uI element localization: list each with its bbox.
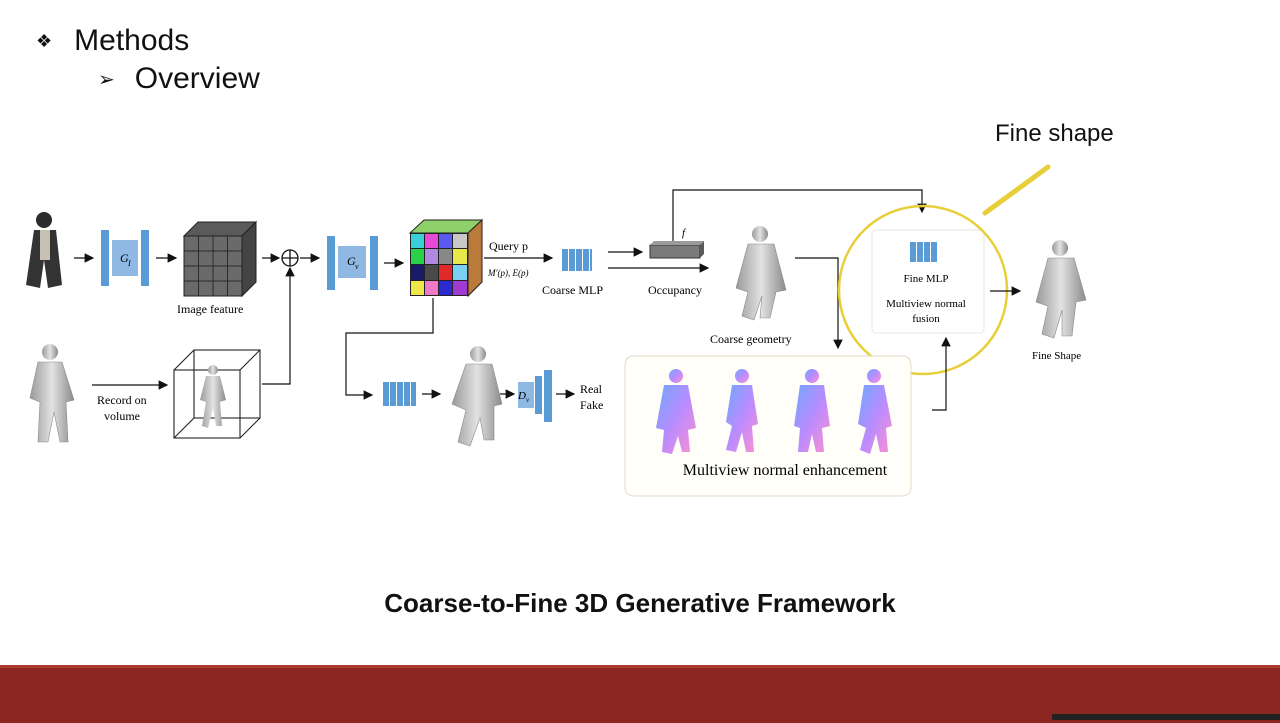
input-person-image <box>26 212 62 288</box>
multiview-enhancement-label: Multiview normal enhancement <box>683 462 888 479</box>
occupancy-label: Occupancy <box>648 283 702 297</box>
normal-figure-4 <box>858 369 892 454</box>
fine-shape-figure <box>1035 240 1087 339</box>
footer-progress-strip <box>1052 714 1280 720</box>
connector-normals-to-fine <box>932 336 951 411</box>
decoder-block <box>383 382 416 406</box>
gv-sub: v <box>355 262 359 271</box>
volume-label: volume <box>104 409 140 423</box>
connector-f-to-fine <box>672 189 927 241</box>
voxel-volume-cube <box>408 218 484 298</box>
slide-caption: Coarse-to-Fine 3D Generative Framework <box>384 588 896 618</box>
coarse-geometry-label: Coarse geometry <box>710 332 792 346</box>
generated-figure <box>451 346 503 447</box>
gi-label: G <box>120 251 129 265</box>
connector-coarse-to-normals <box>795 257 843 350</box>
fine-shape-label: Fine Shape <box>1032 350 1081 362</box>
coarse-mlp-block <box>562 249 592 271</box>
multiview-panel <box>624 355 912 497</box>
concat-operator <box>281 249 299 267</box>
wireframe-volume <box>173 349 261 439</box>
real-label: Real <box>580 382 603 396</box>
query-label: Query p <box>489 239 528 253</box>
normal-figure-1 <box>656 369 696 454</box>
f-label: f <box>682 227 687 239</box>
fine-mlp-block <box>910 242 937 262</box>
dv-sub: v <box>526 396 530 404</box>
gv-label: G <box>347 254 356 268</box>
framework-diagram: G I Image feature G v <box>26 164 1087 497</box>
fake-label: Fake <box>580 398 603 412</box>
fine-shape-annotation: Fine shape <box>995 120 1114 147</box>
record-on-label: Record on <box>97 393 147 407</box>
normal-figure-3 <box>794 369 830 452</box>
highlight-pointer <box>982 164 1051 216</box>
fine-mlp-label: Fine MLP <box>904 273 949 285</box>
fine-mlp-box <box>871 229 985 334</box>
generator-gv <box>327 236 378 290</box>
dv-label: D <box>517 390 526 402</box>
coarse-geometry-figure <box>735 226 787 321</box>
discriminator-dv <box>518 370 552 422</box>
volume-inner-body <box>200 365 226 428</box>
image-feature-label: Image feature <box>177 302 243 316</box>
connector-cube-to-branch <box>345 298 434 400</box>
connector-volume-to-concat <box>262 266 295 385</box>
smpl-body-figure <box>29 344 75 443</box>
footer-bar <box>0 665 1280 723</box>
encoder-gi <box>101 230 149 286</box>
coarse-mlp-label: Coarse MLP <box>542 283 603 297</box>
feature-f-bar <box>649 241 704 259</box>
bullet-overview: ➢ Overview <box>98 62 260 96</box>
diamond-bullet-icon: ❖ <box>36 30 53 51</box>
bullet-methods: ❖ Methods <box>36 24 189 58</box>
bullet-methods-text: Methods <box>74 24 190 57</box>
gi-sub: I <box>127 259 131 268</box>
fusion-label-1: Multiview normal <box>886 298 966 310</box>
fusion-label-2: fusion <box>912 313 940 325</box>
normal-figure-2 <box>726 369 758 452</box>
bullet-overview-text: Overview <box>134 62 260 95</box>
query-sublabel: M′(p), E(p) <box>487 268 528 278</box>
highlight-circle <box>837 204 1009 376</box>
image-feature-grid <box>182 220 258 298</box>
arrow-bullet-icon: ➢ <box>98 68 115 91</box>
